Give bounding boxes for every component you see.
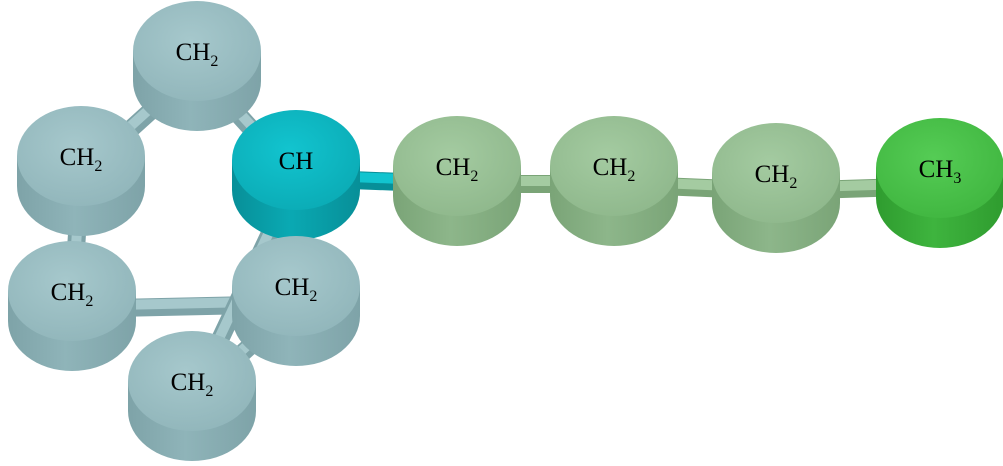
group-label-g1: CH2: [176, 39, 219, 70]
group-label-g4: CH2: [275, 274, 318, 305]
group-label-g3: CH2: [51, 279, 94, 310]
bond-g3-g4: [126, 296, 242, 317]
group-label-g0: CH: [279, 148, 314, 175]
group-label-g7: CH2: [593, 154, 636, 185]
group-node-g8: CH2: [712, 123, 840, 253]
group-label-g5: CH2: [171, 369, 214, 400]
group-node-g6: CH2: [393, 116, 521, 246]
group-node-g2: CH2: [17, 106, 145, 236]
group-node-g9: CH3: [876, 118, 1003, 248]
group-label-g6: CH2: [436, 154, 479, 185]
group-node-g4: CH2: [232, 236, 360, 366]
group-node-g1: CH2: [133, 1, 261, 131]
group-label-g8: CH2: [755, 161, 798, 192]
group-label-g9: CH3: [919, 156, 962, 187]
group-node-g0: CH: [232, 110, 360, 240]
group-node-g3: CH2: [8, 241, 136, 371]
group-node-g7: CH2: [550, 116, 678, 246]
group-label-g2: CH2: [60, 144, 103, 175]
group-node-g5: CH2: [128, 331, 256, 461]
